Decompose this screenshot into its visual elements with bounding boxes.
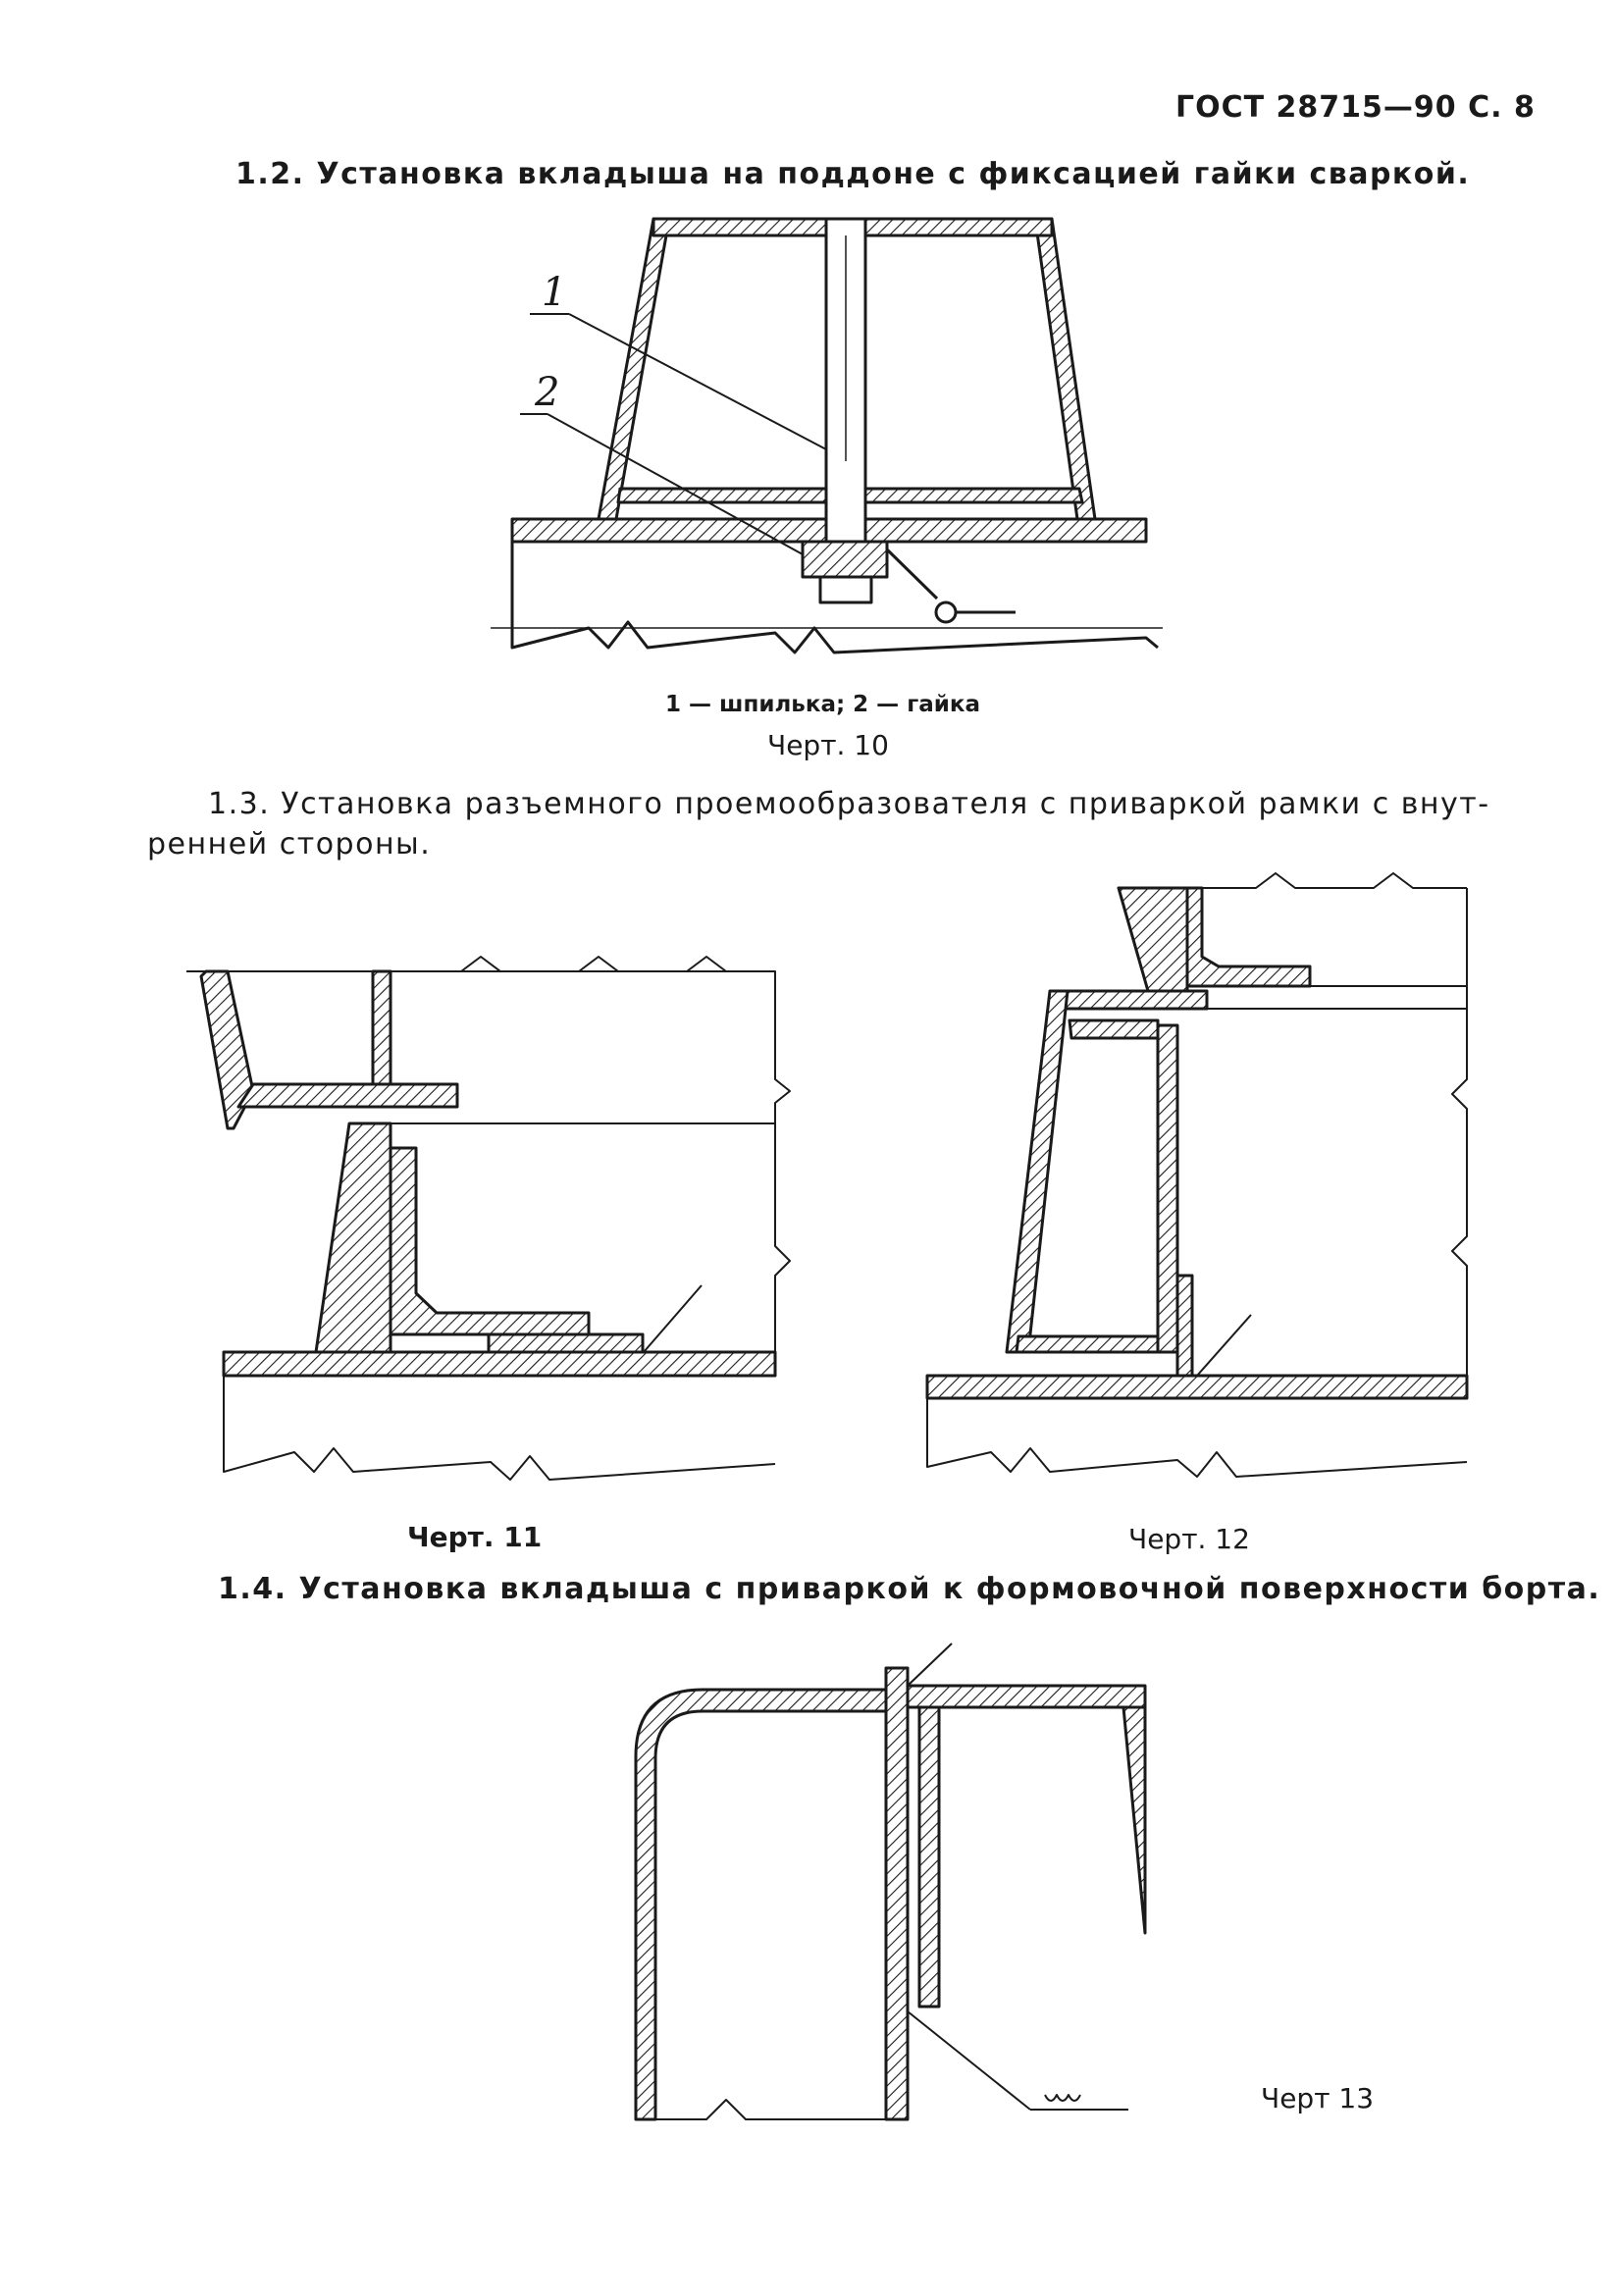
top-angle bbox=[1185, 886, 1312, 988]
section-1-4-heading: 1.4. Установка вкладыша с приваркой к фо… bbox=[218, 1572, 1601, 1606]
figure-11-drawing bbox=[186, 956, 791, 1481]
figure-12-drawing bbox=[925, 872, 1469, 1478]
figure-10-legend: 1 — шпилька; 2 — гайка bbox=[665, 692, 980, 717]
channel-top bbox=[1068, 1018, 1160, 1040]
section-1-2-heading: 1.2. Установка вкладыша на поддоне с фик… bbox=[235, 157, 1471, 191]
insert-left-wall bbox=[597, 217, 671, 521]
side-board bbox=[884, 1666, 910, 2121]
figure-12-caption: Черт. 12 bbox=[1128, 1523, 1250, 1555]
section-1-3-line-1: 1.3. Установка разъемного проемообразова… bbox=[208, 787, 1490, 821]
upper-frame-web bbox=[371, 969, 392, 1086]
wedge bbox=[1117, 886, 1189, 993]
callout-label-2: 2 bbox=[535, 370, 560, 415]
pallet-plate bbox=[222, 1350, 777, 1378]
channel-bottom bbox=[1015, 1334, 1160, 1354]
insert-top bbox=[906, 1684, 1147, 1709]
section-1-3-line-2: ренней стороны. bbox=[147, 827, 432, 861]
figure-11-caption: Черт. 11 bbox=[407, 1521, 543, 1553]
figure-10-drawing bbox=[491, 217, 1163, 654]
page-header: ГОСТ 28715—90 С. 8 bbox=[1175, 90, 1536, 125]
bent-shell bbox=[634, 1688, 888, 2121]
figure-10-caption: Черт. 10 bbox=[767, 729, 889, 761]
insert-left-wall bbox=[1005, 989, 1069, 1354]
insert-left-web bbox=[917, 1705, 941, 2009]
pallet-plate bbox=[925, 1374, 1469, 1400]
nut bbox=[801, 540, 889, 579]
weld-strip bbox=[1175, 1274, 1194, 1378]
channel-right-web bbox=[1156, 1023, 1179, 1354]
callout-label-1: 1 bbox=[542, 270, 567, 315]
angle-profile bbox=[389, 1146, 591, 1336]
figure-13-drawing bbox=[634, 1643, 1147, 2121]
frame-plate bbox=[487, 1332, 645, 1354]
figure-13-caption: Черт 13 bbox=[1261, 2082, 1375, 2114]
wedge bbox=[314, 1122, 392, 1354]
upper-frame-flange bbox=[236, 1082, 459, 1109]
insert-right-wall bbox=[1121, 1705, 1147, 1935]
frame-flange bbox=[1063, 989, 1209, 1011]
insert-right-wall bbox=[1033, 217, 1097, 521]
